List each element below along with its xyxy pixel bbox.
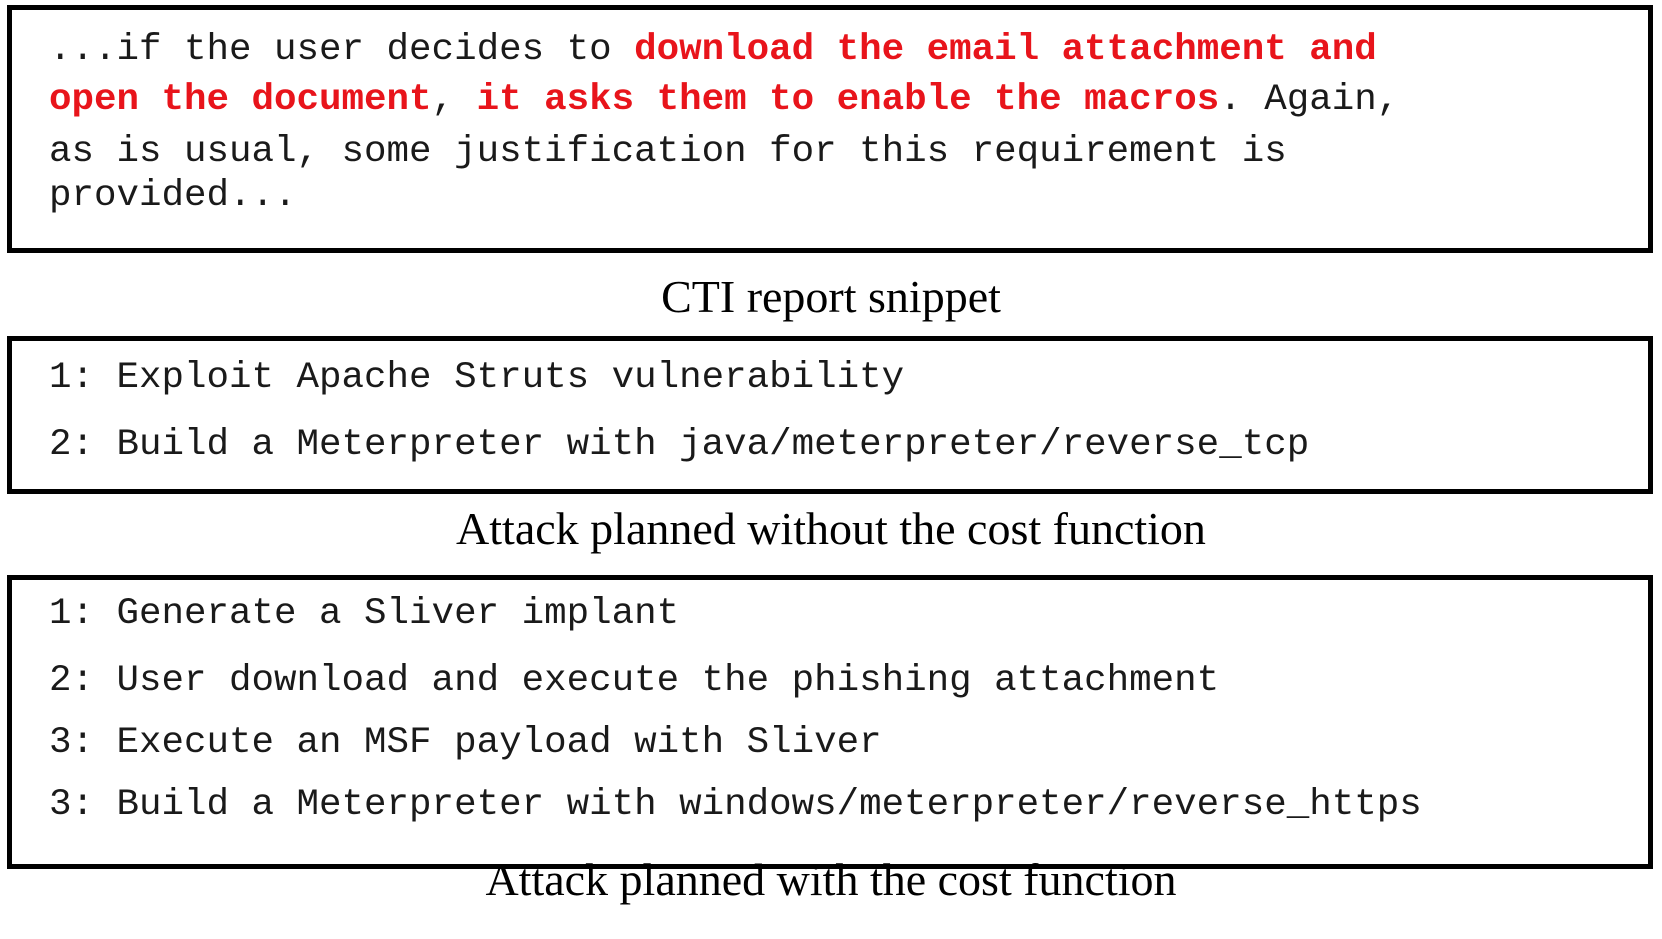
plan-without-cost-box: 1: Exploit Apache Struts vulnerability 2… (7, 336, 1653, 494)
plan-with-cost-step: 3: Build a Meterpreter with windows/mete… (49, 784, 1422, 826)
plan-with-cost-box: 1: Generate a Sliver implant 2: User dow… (7, 575, 1653, 869)
cti-line-3: as is usual, some justification for this… (49, 131, 1287, 173)
cti-snippet-box: ...if the user decides to download the e… (7, 5, 1653, 253)
plan-with-cost-step: 2: User download and execute the phishin… (49, 660, 1220, 702)
plan-with-cost-caption: Attack planned with the cost function (485, 854, 1177, 905)
cti-line-1-text: ...if the user decides to (49, 29, 635, 71)
cti-line-2: open the document, it asks them to enabl… (49, 79, 1400, 121)
plan-without-cost-step: 1: Exploit Apache Struts vulnerability (49, 357, 905, 399)
plan-with-cost-step: 3: Execute an MSF payload with Sliver (49, 722, 882, 764)
cti-line-1-highlight: download the email attachment and (634, 29, 1377, 71)
cti-line-2-text-a: , (431, 79, 477, 121)
cti-caption: CTI report snippet (661, 271, 1001, 322)
plan-without-cost-step: 2: Build a Meterpreter with java/meterpr… (49, 424, 1310, 466)
cti-line-4: provided... (49, 175, 297, 217)
plan-with-cost-step: 1: Generate a Sliver implant (49, 593, 680, 635)
cti-line-1: ...if the user decides to download the e… (49, 29, 1377, 71)
cti-line-2-highlight-a: open the document (49, 79, 432, 121)
cti-line-2-highlight-b: it asks them to enable the macros (476, 79, 1220, 121)
plan-without-cost-caption: Attack planned without the cost function (456, 503, 1206, 554)
cti-line-2-text-b: . Again, (1219, 79, 1400, 121)
